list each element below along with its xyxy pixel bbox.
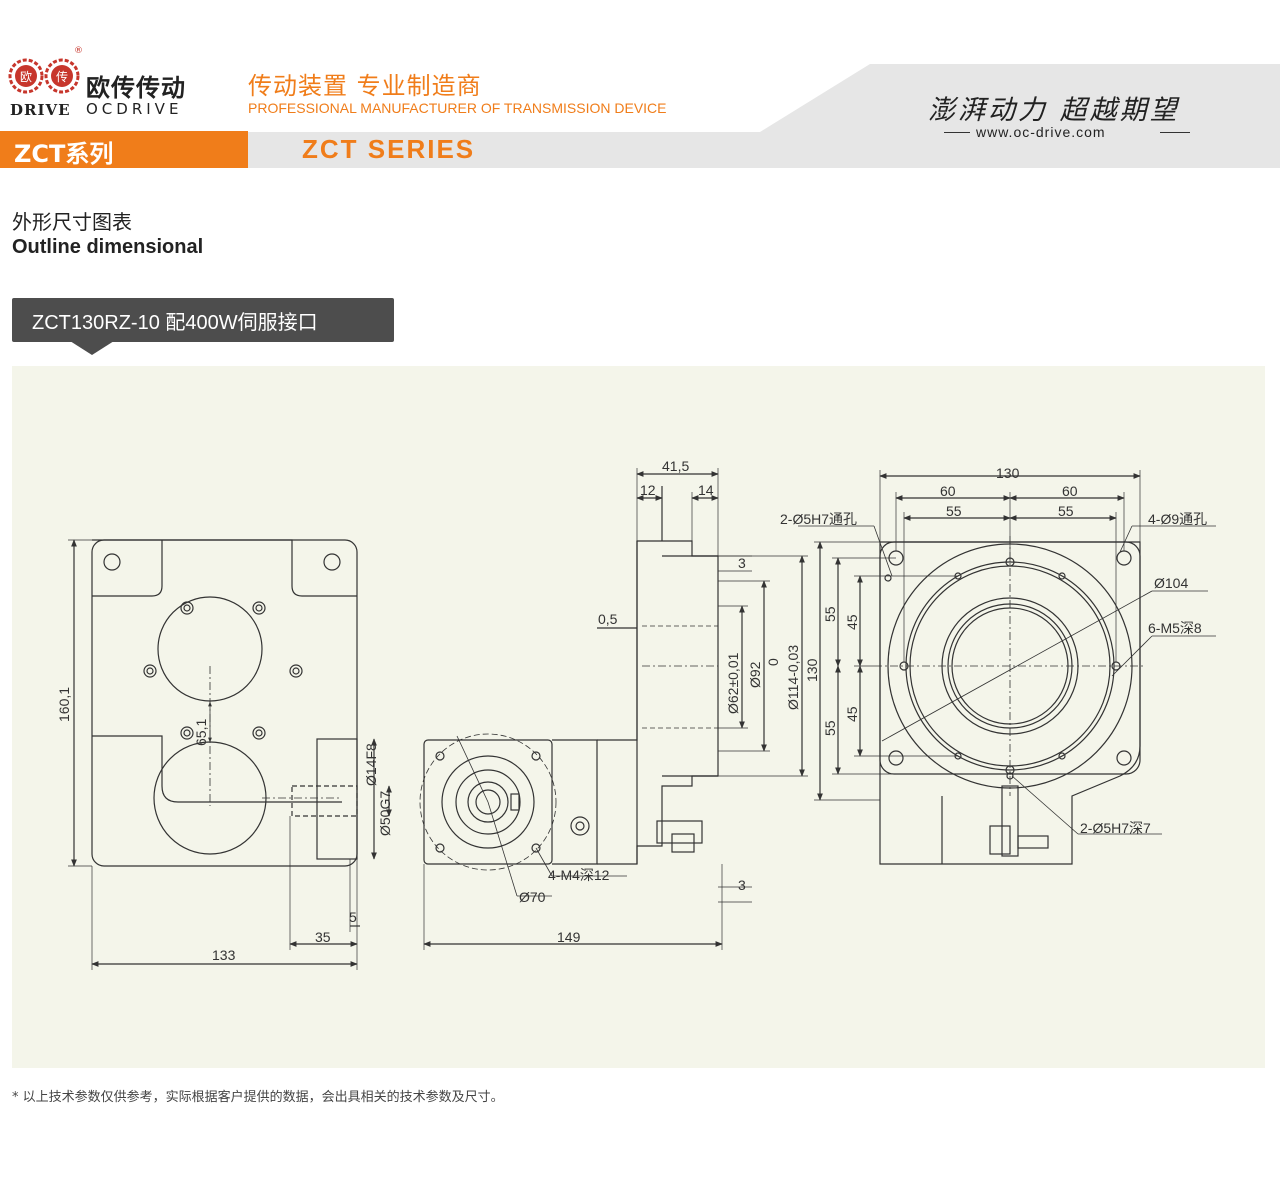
dim-35: 35 xyxy=(315,929,331,945)
tagline-en: PROFESSIONAL MANUFACTURER OF TRANSMISSIO… xyxy=(248,100,667,116)
dim-45-lower: 45 xyxy=(844,706,860,722)
side-view xyxy=(419,468,808,950)
dim-12: 12 xyxy=(640,482,656,498)
model-label: ZCT130RZ-10 配400W伺服接口 xyxy=(32,312,318,334)
dim-41-5: 41,5 xyxy=(662,458,689,474)
technical-drawing-svg: 160,1 133 35 5 65,1 Ø14F8 Ø50G7 41,5 12 … xyxy=(56,458,1216,970)
url-divider-left xyxy=(944,132,970,133)
top-view xyxy=(68,539,392,970)
dim-55-right: 55 xyxy=(1058,503,1074,519)
dim-14: 14 xyxy=(698,482,714,498)
dim-0: 0 xyxy=(765,658,781,666)
dim-133: 133 xyxy=(212,947,236,963)
dim-60-left: 60 xyxy=(940,483,956,499)
note-2-5h7-through: 2-Ø5H7通孔 xyxy=(780,511,857,527)
series-title-en: ZCT SERIES xyxy=(302,134,476,164)
dim-70: Ø70 xyxy=(519,889,546,905)
url-divider-right xyxy=(1160,132,1190,133)
series-title-cn: ZCT系列 xyxy=(14,140,114,168)
company-logo-icon: 欧 传 xyxy=(8,58,80,94)
dim-0-5: 0,5 xyxy=(598,611,618,627)
dim-104: Ø104 xyxy=(1154,575,1188,591)
dim-14f8: Ø14F8 xyxy=(363,743,379,786)
slogan: 澎湃动力 超越期望 xyxy=(928,95,1180,126)
dim-65-1: 65,1 xyxy=(193,719,209,746)
dim-3-bottom: 3 xyxy=(738,877,746,893)
front-view xyxy=(798,470,1216,865)
dim-50g7: Ø50G7 xyxy=(377,791,393,836)
dim-55-lower: 55 xyxy=(822,720,838,736)
dim-62: Ø62±0,01 xyxy=(725,652,741,714)
dim-60-right: 60 xyxy=(1062,483,1078,499)
note-4-9-through: 4-Ø9通孔 xyxy=(1148,511,1207,527)
dim-114: Ø114-0,03 xyxy=(785,645,801,710)
dim-5: 5 xyxy=(349,909,357,925)
model-label-pointer xyxy=(70,341,114,355)
brand-name-drive: DRIVE xyxy=(10,101,71,119)
dim-3-top: 3 xyxy=(738,555,746,571)
logo-char-ou: 欧 xyxy=(20,70,32,84)
section-title-cn: 外形尺寸图表 xyxy=(12,210,132,234)
brand-name-en: OCDRIVE xyxy=(86,100,183,118)
series-tab xyxy=(0,131,248,168)
note-2-5h7-deep: 2-Ø5H7深7 xyxy=(1080,820,1151,836)
footnote: * 以上技术参数仅供参考，实际根据客户提供的数据，会出具相关的技术参数及尺寸。 xyxy=(12,1090,504,1105)
section-title-en: Outline dimensional xyxy=(12,236,204,258)
dim-149: 149 xyxy=(557,929,581,945)
dim-55-upper: 55 xyxy=(822,606,838,622)
dim-130-top: 130 xyxy=(996,465,1020,481)
dim-92: Ø92 xyxy=(747,661,763,688)
logo-char-chuan: 传 xyxy=(56,69,68,84)
note-6-m5: 6-M5深8 xyxy=(1148,620,1202,636)
tagline-cn: 传动装置 专业制造商 xyxy=(248,72,482,100)
dim-55-left: 55 xyxy=(946,503,962,519)
brand-name-cn: 欧传传动 xyxy=(86,74,186,102)
dim-45-upper: 45 xyxy=(844,614,860,630)
registered-mark: ® xyxy=(74,46,83,56)
website-url[interactable]: www.oc-drive.com xyxy=(976,124,1106,140)
dim-160-1: 160,1 xyxy=(56,687,72,722)
dimension-drawing: 160,1 133 35 5 65,1 Ø14F8 Ø50G7 41,5 12 … xyxy=(12,366,1265,1068)
dim-4-m4: 4-M4深12 xyxy=(548,867,610,883)
dim-130-side: 130 xyxy=(804,658,820,682)
model-label-box xyxy=(12,298,394,342)
